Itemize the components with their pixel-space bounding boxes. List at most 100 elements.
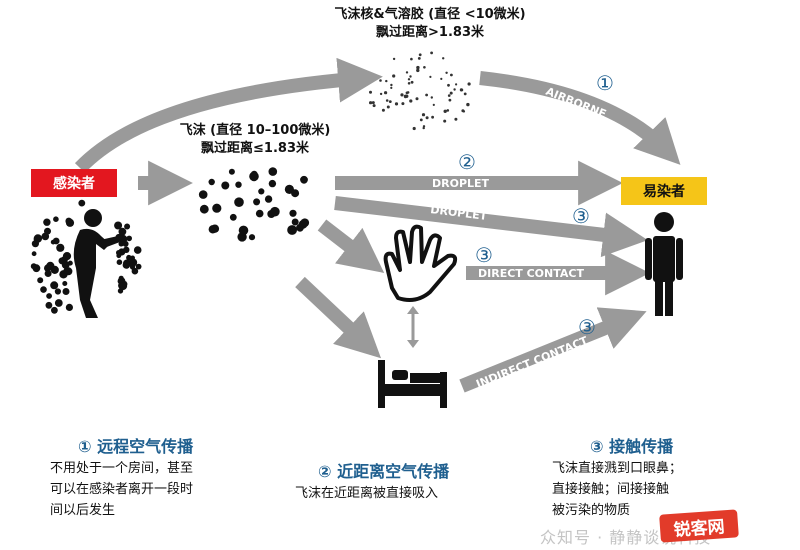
particle-dot [289,209,297,217]
particle-dot [300,175,308,184]
route-number-1: ① [596,71,614,95]
particle-dot [418,53,422,57]
particle-dot [119,282,128,291]
particle-dot [62,281,68,286]
particle-dot [369,101,373,105]
particle-dot [442,57,445,60]
particle-dot [447,83,450,87]
particle-dot [32,264,41,273]
particle-dot [379,92,383,96]
particle-dot [390,83,393,87]
airborne-arrow-2 [479,71,681,165]
particle-dot [443,119,447,123]
particle-dot [371,101,375,105]
particle-dot [123,259,131,268]
droplet-arrow-2 [334,196,648,258]
particle-dot [416,68,420,73]
particle-dot [392,57,396,61]
aerosol-label-line1: 飞沫核&气溶胶 (直径 <10微米) [334,7,526,22]
particle-dot [415,97,419,101]
particle-dot [234,197,244,207]
particle-dot [133,246,142,254]
particle-dot [291,218,299,226]
infected-box: 感染者 [31,169,117,197]
particle-dot [407,82,411,85]
particle-dot [446,109,450,112]
particle-dot [431,115,434,119]
particle-dot [212,203,222,213]
particle-dot [264,195,273,203]
particle-dot [430,96,433,99]
particle-dot [463,92,467,96]
particle-dot [445,71,448,75]
particle-dot [253,198,261,206]
particle-dot [52,237,60,245]
particle-dot [229,213,237,221]
particle-dot [410,80,414,84]
particle-dot [407,78,411,81]
particle-dot [40,286,47,293]
particle-dot [429,75,432,78]
particle-dot [208,178,215,186]
susceptible-label: 易染者 [643,184,685,200]
particle-dot [291,189,300,198]
particle-dot [405,71,409,74]
particle-dot [62,252,72,261]
particle-dot [381,108,385,112]
indirect-contact-route-label: INDIRECT CONTACT [474,334,590,391]
particle-dot [386,105,390,109]
direct-contact-route-label: DIRECT CONTACT [478,267,584,280]
particle-dot [416,65,420,70]
particle-dot [467,82,471,86]
particle-dot [422,126,425,130]
aerosol-label-line2: 飘过距离>1.83米 [376,25,484,40]
particle-dot [466,102,470,107]
particle-dot [118,227,127,236]
droplet-particles [198,167,310,242]
particle-dot [63,267,70,274]
bed-icon [378,360,447,408]
legend-airborne-heading: ① 远程空气传播 [78,437,194,456]
particle-dot [199,204,209,214]
indirect-contact-arrow [459,307,647,393]
particle-dot [448,98,452,102]
particle-dot [250,170,258,178]
particle-dot [430,51,433,55]
particle-dot [54,299,63,307]
particle-dot [258,188,265,195]
particle-dot [130,262,135,268]
particle-dot [44,227,51,235]
particle-dot [62,288,70,295]
particle-dot [126,254,132,261]
particle-dot [238,225,249,236]
infected-particles [30,199,142,314]
droplet-label: 飞沫 (直径 10–100微米) 飘过距离≤1.83米 [140,122,370,158]
particle-dot [425,116,429,120]
legend-close-desc: 飞沫在近距离被直接吸入 [295,483,438,504]
particle-dot [412,126,416,131]
watermark-logo: 锐客网 [659,509,739,543]
particle-dot [270,206,280,217]
legend-contact-heading: ③ 接触传播 [590,437,674,456]
route-number-3c: ③ [578,315,596,339]
legend-contact-line: 飞沫直接溅到口眼鼻； [552,461,683,476]
infected-label: 感染者 [53,176,95,192]
particle-dot [449,91,453,95]
hand-icon [383,224,458,302]
particle-dot [454,117,458,121]
particle-dot [221,181,230,190]
particle-dot [392,74,396,78]
legend-airborne-line: 可以在感染者离开一段时 [50,482,194,497]
particle-dot [44,270,52,277]
particle-dot [248,234,256,241]
particle-dot [462,110,466,113]
particle-dot [417,57,421,60]
particle-dot [440,77,443,80]
droplet-label-line1: 飞沫 (直径 10–100微米) [179,123,331,138]
particle-dot [300,218,310,227]
legend-close-heading: ② 近距离空气传播 [318,462,450,481]
particle-dot [379,79,382,82]
particle-dot [400,93,404,97]
particle-dot [388,100,392,103]
particle-dot [384,91,388,95]
